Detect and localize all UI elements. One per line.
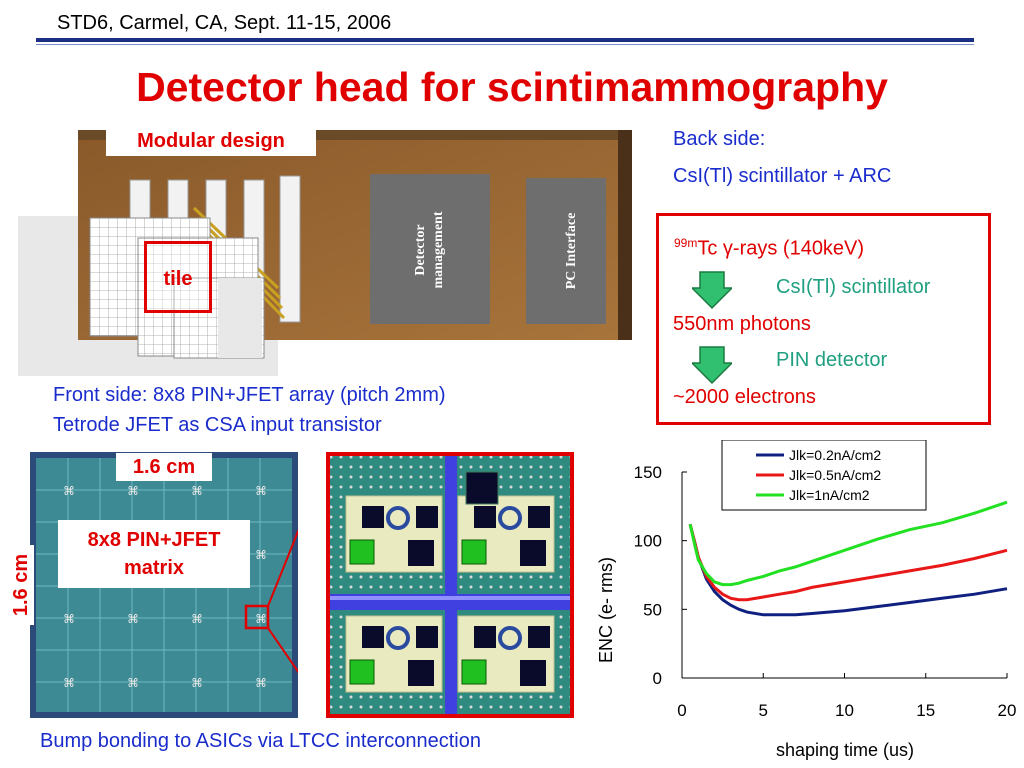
gamma-symbol: γ — [722, 237, 733, 260]
legend-label: Jlk=0.2nA/cm2 — [789, 447, 881, 463]
tile-label: tile — [163, 268, 193, 290]
detector-management-chip-label: Detector management — [413, 211, 446, 288]
y-tick-label: 150 — [634, 463, 662, 482]
isotope-superscript: 99m — [674, 236, 698, 250]
matrix-label-line1: 8x8 PIN+JFET — [87, 529, 221, 551]
pixel-mark: ⌘ — [63, 676, 75, 690]
svg-text:management: management — [431, 211, 446, 288]
front-side-line1: Front side: 8x8 PIN+JFET array (pitch 2m… — [53, 384, 446, 406]
legend-label: Jlk=1nA/cm2 — [789, 487, 870, 503]
pc-interface-chip-label: PC Interface — [564, 213, 579, 290]
jfet-layout-zoom — [326, 452, 574, 718]
pixel-mark: ⌘ — [191, 484, 203, 498]
height-dimension-label: 1.6 cm — [6, 545, 34, 625]
back-side-heading: Back side: — [673, 128, 766, 150]
pixel-mark: ⌘ — [191, 612, 203, 626]
x-tick-label: 15 — [916, 701, 935, 720]
pixel-mark: ⌘ — [255, 484, 267, 498]
slide-title: Detector head for scintimammography — [136, 64, 888, 110]
module-illustration — [18, 130, 632, 376]
zoom-region-box — [244, 604, 270, 630]
series-line-3 — [688, 500, 1008, 587]
pixel-mark: ⌘ — [255, 548, 267, 562]
y-tick-label: 50 — [643, 600, 662, 619]
pixel-mark: ⌘ — [63, 484, 75, 498]
pixel-mark: ⌘ — [63, 612, 75, 626]
header-rule — [36, 38, 974, 42]
conference-header: STD6, Carmel, CA, Sept. 11-15, 2006 — [57, 12, 392, 34]
series-line-2 — [688, 523, 1008, 602]
legend-label: Jlk=0.5nA/cm2 — [789, 467, 881, 483]
down-arrow-icon — [692, 346, 732, 385]
detector-management-chip — [370, 174, 490, 324]
svg-text:PC Interface: PC Interface — [564, 213, 579, 290]
x-tick-label: 0 — [677, 701, 686, 720]
y-tick-label: 0 — [653, 669, 662, 688]
flow-step-gamma: 99mTc γ-rays (140keV) — [674, 236, 864, 261]
width-dimension-label: 1.6 cm — [116, 453, 212, 481]
pixel-mark: ⌘ — [191, 676, 203, 690]
pixel-mark: ⌘ — [127, 612, 139, 626]
matrix-label-line2: matrix — [123, 557, 185, 579]
conversion-flow-box — [656, 213, 991, 425]
flow-converter-pin: PIN detector — [776, 349, 888, 371]
flow-converter-scintillator: CsI(Tl) scintillator — [776, 276, 931, 298]
pixel-mark: ⌘ — [255, 676, 267, 690]
header-rule-thin — [36, 44, 974, 45]
flow-step-photons: 550nm photons — [673, 313, 811, 335]
svg-text:Detector: Detector — [413, 224, 428, 275]
x-tick-label: 5 — [759, 701, 768, 720]
tile-highlight-box — [144, 241, 212, 313]
flow-step-electrons: ~2000 electrons — [673, 386, 816, 408]
y-tick-label: 100 — [634, 532, 662, 551]
pixel-mark: ⌘ — [127, 484, 139, 498]
isotope-symbol: Tc — [697, 237, 718, 260]
x-tick-label: 20 — [998, 701, 1017, 720]
enc-chart: 0 5 10 15 20 0 50 100 150 Jlk=0.2nA/cm2Jlk=0.5nA/… — [596, 440, 1017, 760]
bump-bonding-caption: Bump bonding to ASICs via LTCC interconn… — [40, 730, 481, 752]
pixel-mark: ⌘ — [127, 676, 139, 690]
modular-design-label: Modular design — [106, 126, 316, 156]
x-tick-label: 10 — [835, 701, 854, 720]
series-line-1 — [688, 523, 1008, 617]
matrix-label: 8x8 PIN+JFET matrix — [58, 520, 250, 588]
svg-text:1.6 cm: 1.6 cm — [10, 554, 32, 616]
chart-x-axis-label: shaping time (us) — [776, 740, 914, 760]
down-arrow-icon — [692, 271, 732, 310]
back-side-description: CsI(Tl) scintillator + ARC — [673, 165, 892, 187]
pixel-mark: ⌘ — [255, 612, 267, 626]
front-side-line2: Tetrode JFET as CSA input transistor — [53, 414, 382, 436]
chart-y-axis-label: ENC (e- rms) — [596, 557, 616, 663]
gamma-description: -rays (140keV) — [732, 237, 865, 260]
pc-interface-chip — [526, 178, 606, 324]
